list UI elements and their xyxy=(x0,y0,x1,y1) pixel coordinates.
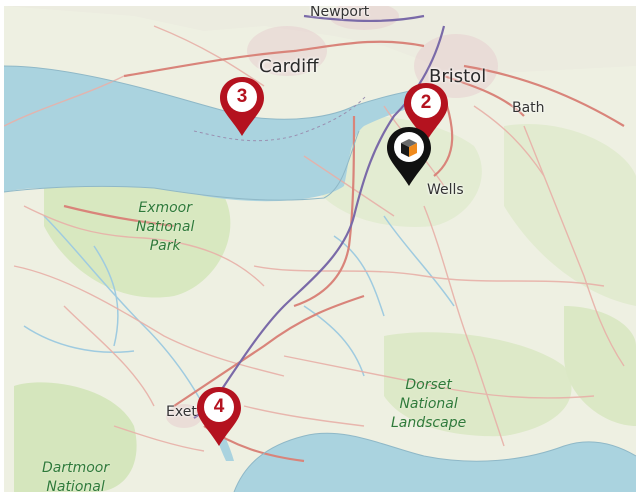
park-label-line: Park xyxy=(149,238,181,254)
map-pin-icon xyxy=(220,77,264,136)
map-canvas[interactable]: Newport Cardiff Bristol Bath Wells Exet … xyxy=(4,6,636,492)
map-marker-3[interactable]: 3 xyxy=(217,74,267,140)
cube-logo-icon xyxy=(387,127,431,186)
map-pin-icon xyxy=(404,83,448,142)
map-pin-icon xyxy=(197,387,241,446)
current-location-marker[interactable] xyxy=(384,124,434,190)
place-label-newport: Newport xyxy=(310,6,370,20)
english-channel xyxy=(234,433,636,492)
park-label-line: Dartmoor xyxy=(42,460,110,476)
park-label-exmoor: Exmoor National Park xyxy=(136,199,194,256)
place-label-bath: Bath xyxy=(512,100,545,116)
map-marker-2[interactable]: 2 xyxy=(401,80,451,146)
marker-number: 3 xyxy=(236,86,248,107)
park-label-line: Landscape xyxy=(391,415,467,431)
park-label-dartmoor: Dartmoor National xyxy=(42,459,109,492)
park-label-line: National xyxy=(46,479,105,492)
park-label-line: National xyxy=(399,396,458,412)
park-label-dorset: Dorset National Landscape xyxy=(391,376,466,433)
bristol-channel xyxy=(4,66,436,202)
place-label-bristol: Bristol xyxy=(429,66,487,87)
map-marker-4[interactable]: 4 xyxy=(194,384,244,450)
place-label-exeter: Exet xyxy=(166,404,197,420)
marker-number: 2 xyxy=(420,92,432,113)
motorway xyxy=(193,14,446,419)
park-label-line: Exmoor xyxy=(138,200,192,216)
park-label-line: National xyxy=(136,219,195,235)
place-label-cardiff: Cardiff xyxy=(259,56,319,77)
basemap xyxy=(4,6,636,492)
park-label-line: Dorset xyxy=(405,377,452,393)
place-label-wells: Wells xyxy=(427,182,464,198)
marker-number: 4 xyxy=(213,396,225,417)
